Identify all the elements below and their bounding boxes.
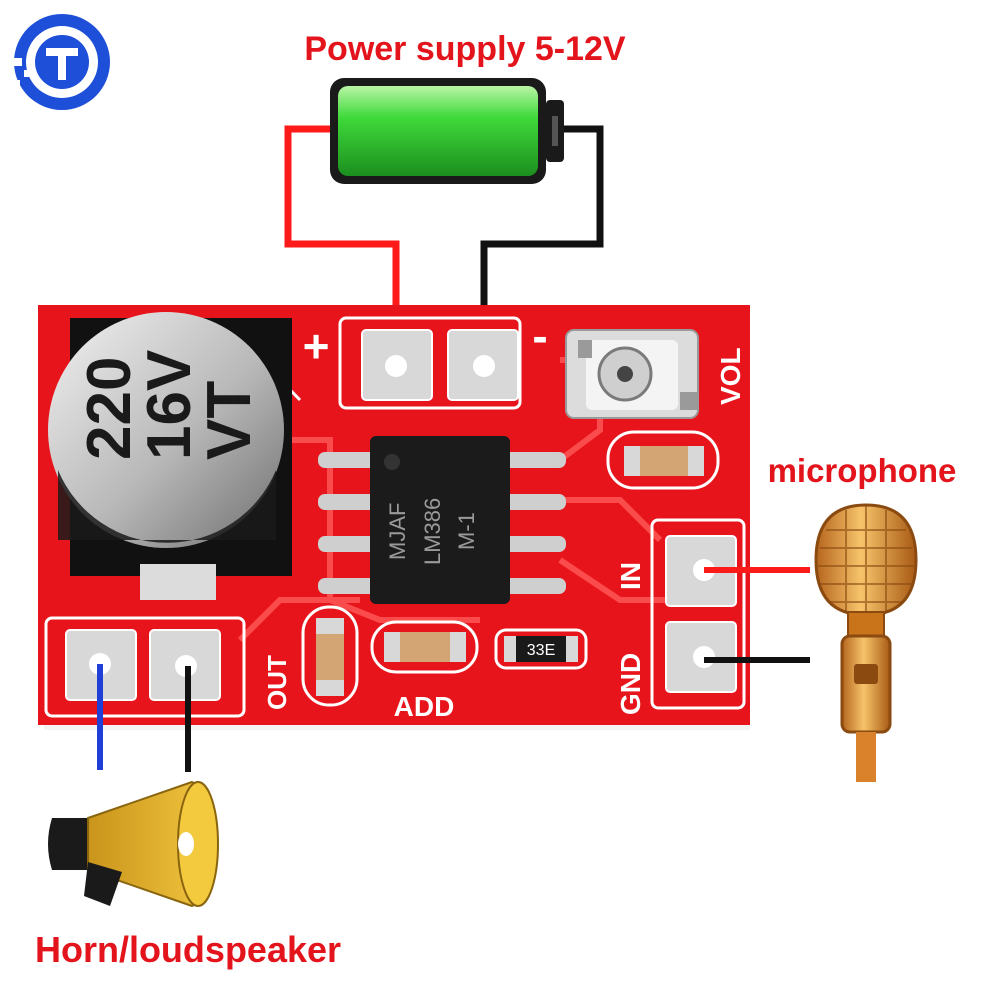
lm386-chip: [318, 436, 566, 604]
silk-plus: +: [303, 320, 330, 372]
smd-capacitor-bottom: [384, 632, 466, 662]
silk-out: OUT: [262, 655, 292, 710]
chip-marking-2: LM386: [420, 498, 445, 565]
loudspeaker-icon: [48, 780, 219, 908]
microphone-label: microphone: [768, 452, 957, 489]
positive-wire: [284, 125, 400, 368]
silk-vol: VOL: [715, 347, 746, 405]
chip-marking-1: MJAF: [385, 503, 410, 560]
smd-resistor: [504, 636, 578, 662]
silk-gnd: GND: [615, 653, 646, 715]
capacitor-label-2: 16V: [135, 350, 204, 460]
capacitor-label-3: VT: [195, 381, 264, 460]
smd-capacitor-vertical: [316, 618, 344, 696]
ground-wire: [480, 125, 604, 368]
electrolytic-capacitor: [48, 312, 292, 600]
capacitor-label-1: 220: [75, 357, 144, 460]
silk-minus: -: [532, 310, 547, 362]
smd-capacitor-right: [624, 446, 704, 476]
power-pad-negative: [447, 329, 519, 401]
microphone-icon: [814, 503, 918, 782]
power-pad-positive: [361, 329, 433, 401]
volume-potentiometer: [565, 329, 699, 419]
resistor-code: 33E: [527, 642, 555, 659]
power-supply-label: Power supply 5-12V: [304, 30, 626, 68]
silk-add: ADD: [394, 691, 455, 722]
battery-icon: [330, 78, 564, 184]
loudspeaker-label: Horn/loudspeaker: [35, 929, 341, 970]
chip-marking-3: M-1: [454, 512, 479, 550]
brand-logo-icon: [14, 14, 110, 110]
silk-in: IN: [615, 562, 646, 590]
